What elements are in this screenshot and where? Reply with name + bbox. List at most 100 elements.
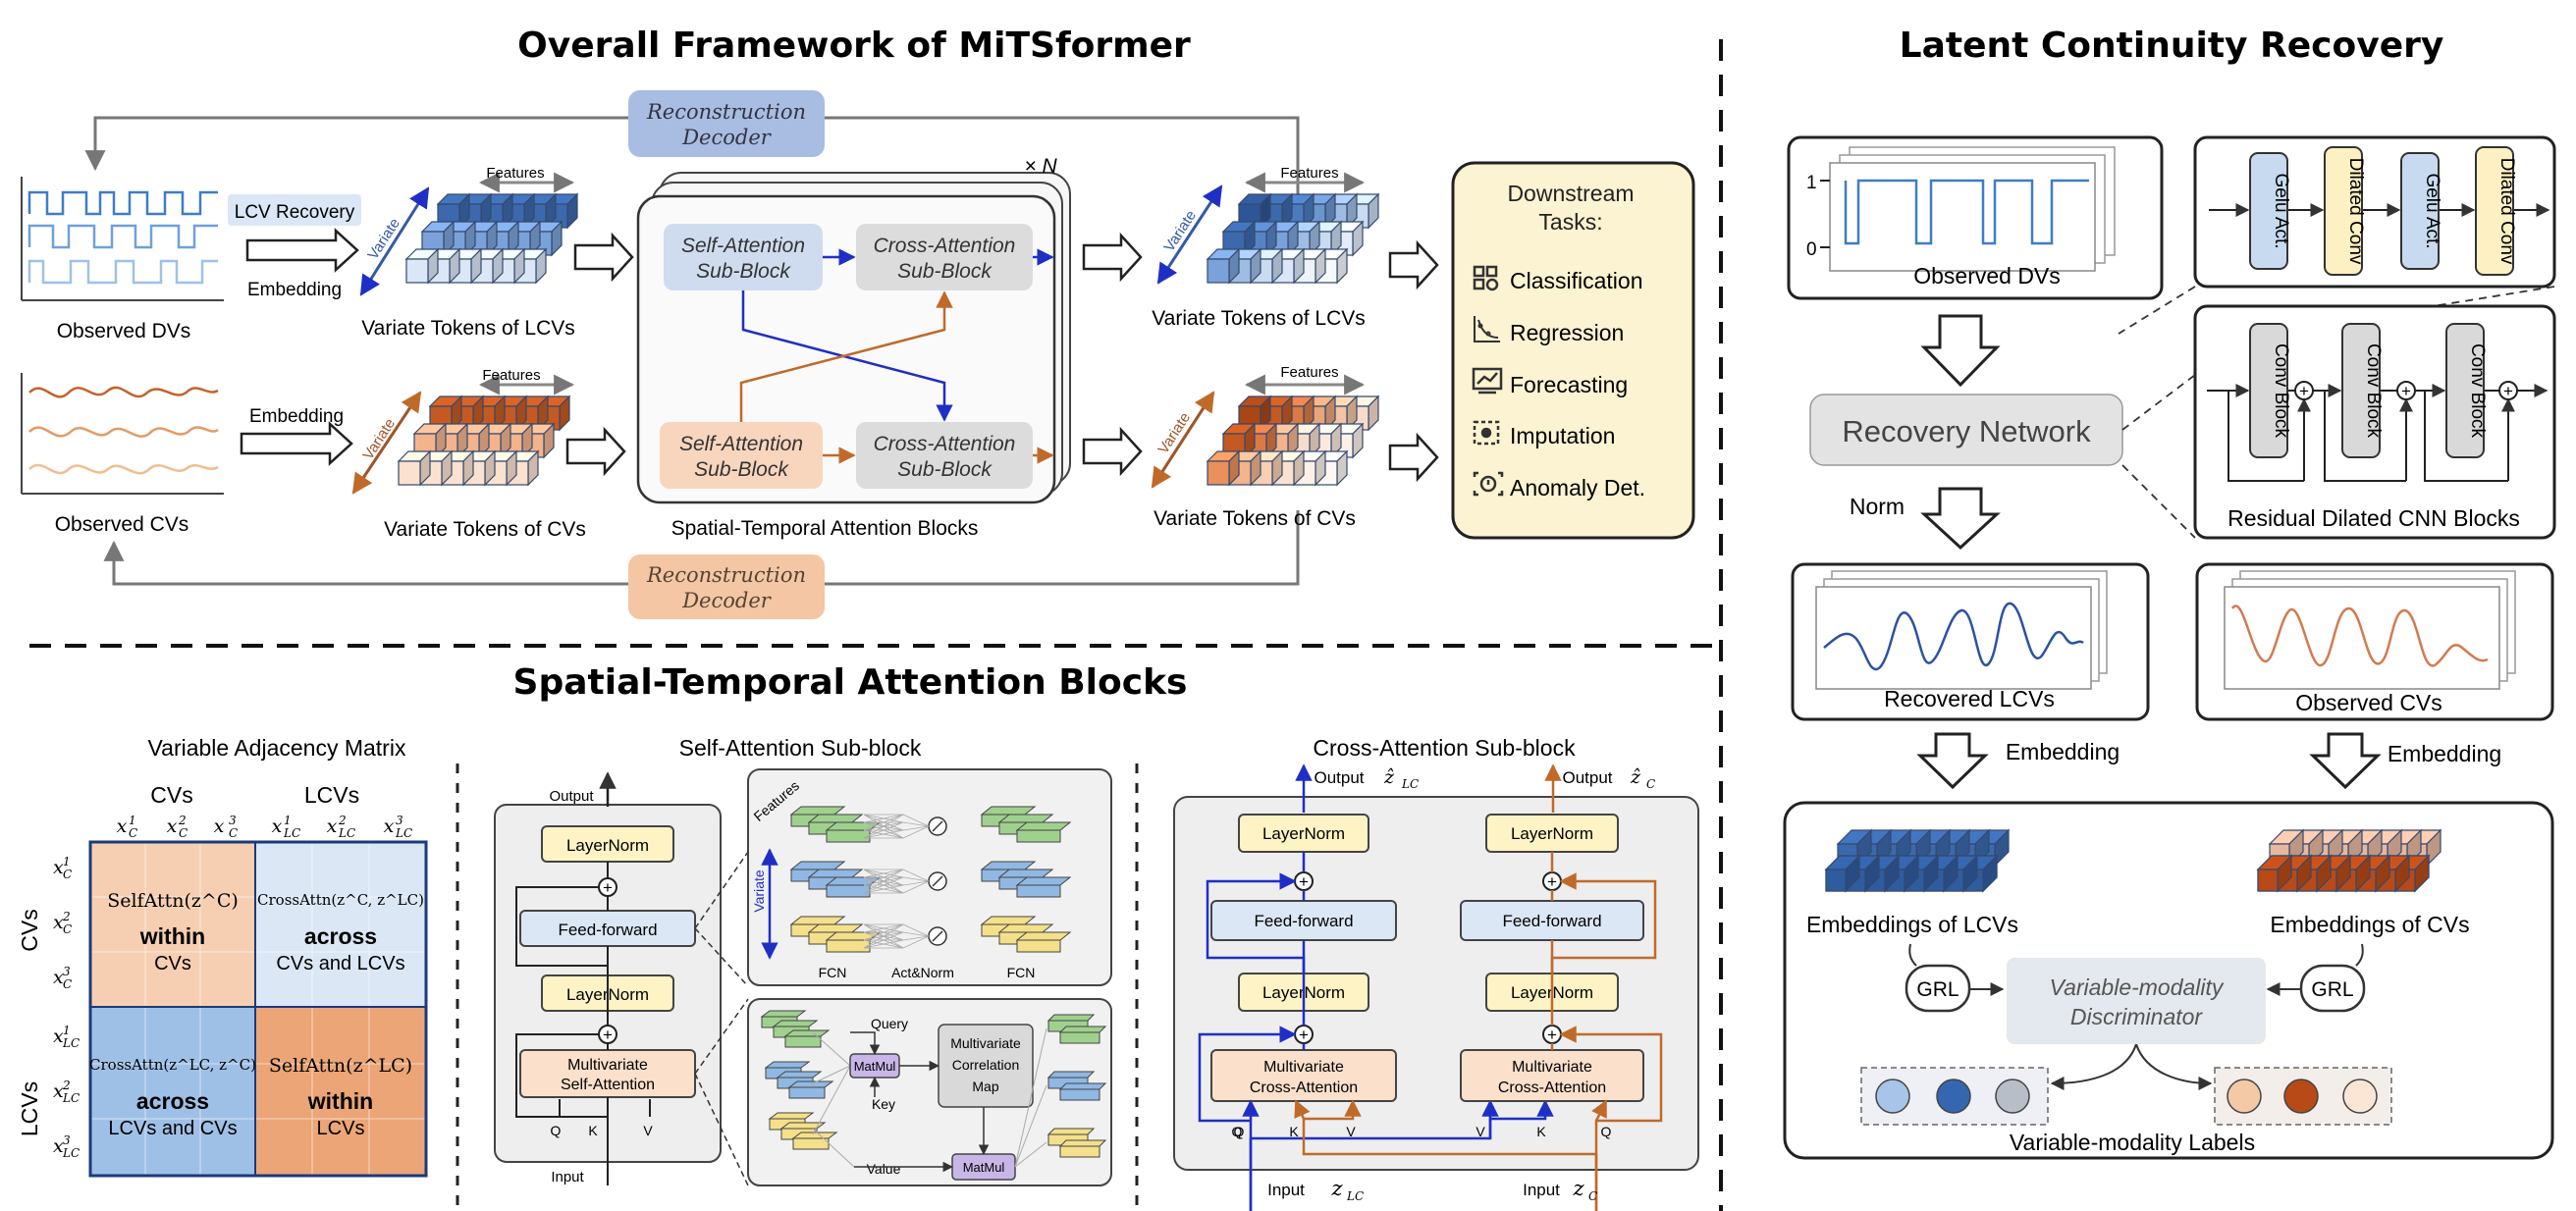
svg-text:xxx xxx: xxx xxx xyxy=(117,816,395,837)
svg-text:Embedding: Embedding xyxy=(247,280,342,300)
cell-br-formula: SelfAttn(z^LC) xyxy=(269,1055,412,1077)
cv-token-stack-input: Features Variate xyxy=(351,367,575,495)
dilated-conv-2 xyxy=(2475,146,2514,276)
regression-icon xyxy=(1474,316,1500,342)
svg-text:+: + xyxy=(1299,1026,1309,1044)
svg-text:within: within xyxy=(139,923,205,949)
svg-text:C: C xyxy=(1646,777,1655,791)
svg-text:Gelu Act.: Gelu Act. xyxy=(2271,173,2291,248)
svg-text:Variate: Variate xyxy=(751,869,767,913)
svg-text:+: + xyxy=(1547,872,1557,891)
svg-text:GRL: GRL xyxy=(2311,978,2353,1001)
svg-text:Embedding: Embedding xyxy=(249,406,344,427)
svg-text:Norm: Norm xyxy=(1850,494,1905,519)
times-n-label: × N xyxy=(1024,155,1057,178)
conv-block-3 xyxy=(2445,323,2485,458)
cv-token-stack-output: Features Variate xyxy=(1151,364,1380,489)
svg-text:Input: Input xyxy=(1523,1181,1560,1199)
svg-text:Embeddings of CVs: Embeddings of CVs xyxy=(2270,912,2469,937)
svg-text:Embedding: Embedding xyxy=(2006,739,2120,764)
forecasting-icon xyxy=(1472,367,1503,395)
self-sub-title: Self-Attention Sub-block xyxy=(679,735,922,761)
arrow-into-st-top xyxy=(573,232,634,283)
svg-text:z: z xyxy=(1572,1177,1584,1200)
svg-text:ẑ: ẑ xyxy=(1630,766,1641,788)
svg-text:Embeddings of LCVs: Embeddings of LCVs xyxy=(1806,912,2018,937)
arrow-into-st-bottom xyxy=(565,426,626,477)
self-attn-sub-block-lcv xyxy=(664,224,823,290)
svg-text:LCVs: LCVs xyxy=(304,782,359,808)
svg-text:LayerNorm: LayerNorm xyxy=(1262,824,1345,843)
svg-text:Residual Dilated CNN Blocks: Residual Dilated CNN Blocks xyxy=(2227,505,2520,531)
svg-text:LCVs: LCVs xyxy=(317,1118,365,1139)
tokens-cvs-label: Variate Tokens of CVs xyxy=(384,518,586,541)
svg-text:LCV Recovery: LCV Recovery xyxy=(235,202,355,223)
svg-text:Output: Output xyxy=(1314,768,1364,787)
embedding-arrow-top xyxy=(245,228,359,273)
lcv-token-stack-output: Features Variate xyxy=(1156,165,1380,285)
svg-text:Recovered LCVs: Recovered LCVs xyxy=(1884,686,2055,711)
svg-text:+: + xyxy=(1547,1026,1557,1044)
svg-text:Feed-forward: Feed-forward xyxy=(1254,912,1353,930)
svg-text:C: C xyxy=(1588,1189,1597,1203)
svg-text:Recovery Network: Recovery Network xyxy=(1842,414,2091,448)
svg-text:+: + xyxy=(2401,382,2411,400)
svg-text:CVs: CVs xyxy=(150,782,192,808)
cell-tr-formula: CrossAttn(z^C, z^LC) xyxy=(257,891,424,909)
gelu-act-2 xyxy=(2400,152,2440,270)
svg-text:across: across xyxy=(304,923,377,949)
svg-text:within: within xyxy=(307,1088,373,1114)
adjacency-matrix xyxy=(88,840,428,1178)
task-anomaly: Anomaly Det. xyxy=(1510,475,1645,500)
svg-text:GRL: GRL xyxy=(1916,978,1959,1001)
tokens-lcvs-label: Variate Tokens of LCVs xyxy=(361,317,575,340)
svg-text:MatMul: MatMul xyxy=(963,1160,1005,1175)
svg-text:LCVs: LCVs xyxy=(17,1081,42,1136)
self-attn-sub-block-cv xyxy=(660,422,823,489)
arrow-out-st-top xyxy=(1082,232,1143,283)
svg-text:across: across xyxy=(136,1088,209,1114)
svg-text:Features: Features xyxy=(486,165,544,182)
svg-text:Features: Features xyxy=(1280,364,1338,381)
task-regression: Regression xyxy=(1510,320,1624,345)
svg-text:CVs: CVs xyxy=(17,909,42,951)
observed-cvs-label: Observed CVs xyxy=(55,513,189,536)
svg-text:Features: Features xyxy=(1280,165,1338,182)
svg-text:+: + xyxy=(603,878,613,897)
svg-text:LayerNorm: LayerNorm xyxy=(1511,824,1593,843)
svg-text:Embedding: Embedding xyxy=(2388,741,2501,766)
overall-title: Overall Framework of MiTSformer xyxy=(517,26,1191,66)
svg-text:Feed-forward: Feed-forward xyxy=(558,921,657,939)
embedding-arrow-bottom xyxy=(240,421,353,466)
observed-dvs-plot xyxy=(21,177,224,301)
svg-text:CVs: CVs xyxy=(154,953,191,974)
anomaly-icon xyxy=(1473,471,1504,497)
svg-text:Dilated Conv: Dilated Conv xyxy=(2496,158,2517,265)
svg-text:1: 1 xyxy=(1806,173,1817,193)
svg-text:0: 0 xyxy=(1806,239,1817,260)
st-blocks-label: Spatial-Temporal Attention Blocks xyxy=(671,517,979,540)
svg-text:Query: Query xyxy=(871,1016,908,1031)
svg-text:Conv Block: Conv Block xyxy=(2363,343,2384,439)
svg-text:Value: Value xyxy=(867,1161,901,1177)
svg-text:Output: Output xyxy=(549,788,594,805)
observed-dvs-label: Observed DVs xyxy=(57,320,191,342)
task-forecasting: Forecasting xyxy=(1510,372,1628,397)
conv-block-1 xyxy=(2249,323,2288,458)
svg-text:+: + xyxy=(1299,872,1309,891)
svg-text:xxx xxx: xxx xxx xyxy=(53,857,70,1157)
svg-text:Output: Output xyxy=(1562,768,1612,787)
latent-title: Latent Continuity Recovery xyxy=(1900,26,2444,66)
